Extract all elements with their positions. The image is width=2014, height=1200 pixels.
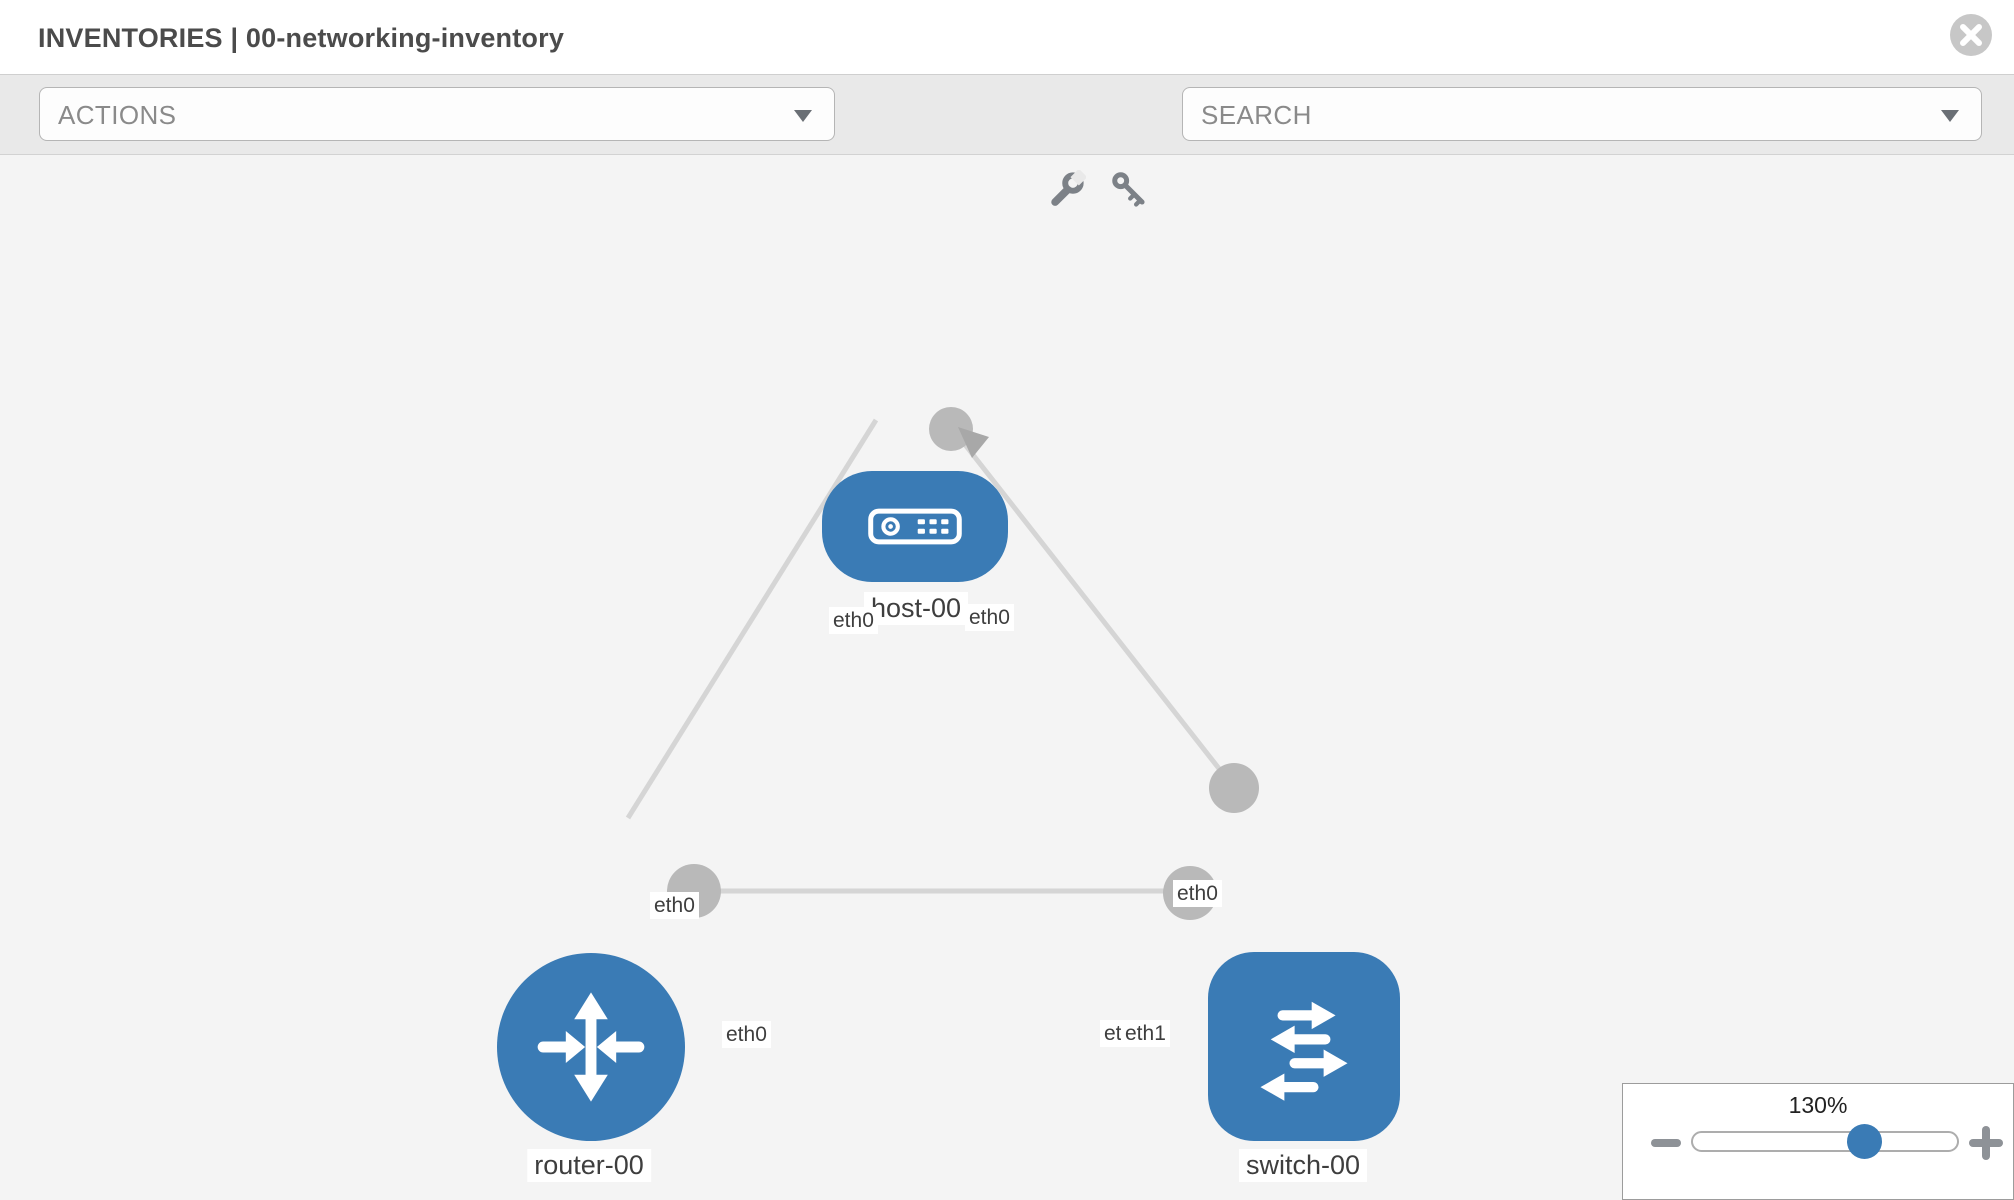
zoom-out-button[interactable]: [1651, 1139, 1681, 1147]
header-bar: INVENTORIES | 00-networking-inventory: [0, 0, 2014, 75]
interface-label-host-eth0-right: eth0: [965, 604, 1014, 632]
interface-label-switch-eth0-top: eth0: [1173, 880, 1222, 908]
node-label-host-00: host-00: [863, 592, 969, 626]
node-switch-00[interactable]: [1208, 952, 1400, 1141]
endpoint-host: [929, 407, 973, 451]
interface-label-router-eth0-right: eth0: [722, 1021, 771, 1049]
zoom-control-panel: 130%: [1622, 1083, 2014, 1200]
wrench-icon: [1051, 168, 1088, 206]
toolbar: ACTIONS SEARCH: [0, 75, 2014, 207]
page-title: INVENTORIES | 00-networking-inventory: [38, 23, 565, 53]
node-host-00[interactable]: [822, 471, 1008, 582]
zoom-level-value: 130%: [1788, 1092, 1848, 1118]
close-button[interactable]: [1950, 14, 1992, 56]
node-label-router-00: router-00: [527, 1149, 651, 1183]
interface-label-host-eth0-left: eth0: [829, 607, 878, 635]
zoom-slider-handle[interactable]: [1847, 1124, 1882, 1159]
credentials-button[interactable]: [1110, 170, 1148, 208]
link-arrowhead: [958, 427, 989, 458]
chevron-down-icon: [1941, 110, 1959, 122]
search-placeholder: SEARCH: [1201, 100, 1312, 130]
plus-icon: [1982, 1126, 1990, 1160]
switch-icon: [1260, 1001, 1348, 1101]
node-label-switch-00: switch-00: [1238, 1149, 1368, 1183]
interface-label-router-eth0-top: eth0: [650, 892, 699, 920]
endpoint-switch-top: [1209, 763, 1259, 813]
node-router-00[interactable]: [497, 953, 685, 1141]
actions-dropdown[interactable]: ACTIONS: [39, 87, 835, 141]
search-dropdown[interactable]: SEARCH: [1182, 87, 1982, 141]
interface-label-switch-eth1: eth1: [1121, 1020, 1170, 1048]
topology-canvas[interactable]: host-00 router-00 switch-00 eth0 eth0 et…: [0, 154, 2014, 1200]
close-icon: [1960, 24, 1982, 46]
actions-dropdown-label: ACTIONS: [58, 100, 177, 130]
link-host-switch[interactable]: [950, 426, 1237, 791]
key-icon: [1112, 172, 1145, 207]
configure-button[interactable]: [1048, 168, 1088, 208]
zoom-in-button[interactable]: [1967, 1124, 2005, 1162]
zoom-slider-track[interactable]: [1691, 1131, 1959, 1152]
chevron-down-icon: [794, 110, 812, 122]
host-icon: [868, 508, 962, 545]
router-icon: [537, 992, 645, 1102]
